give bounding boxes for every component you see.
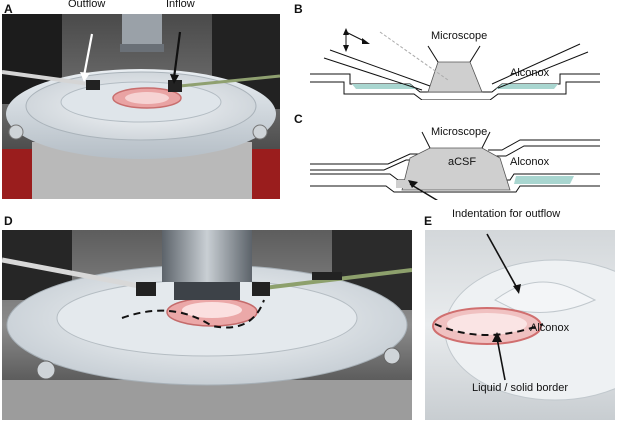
alconox-right-fill	[496, 84, 558, 89]
panel-d-letter: D	[4, 214, 13, 228]
outflow-label: Outflow	[68, 0, 106, 10]
inflow-arrowhead	[170, 74, 179, 84]
chamber-bottom-outline	[310, 185, 600, 193]
outflow-indentation-fill	[396, 180, 406, 188]
objective-right-line	[481, 131, 491, 149]
panel-c-alconox-label: Alconox	[510, 156, 550, 168]
microscope-objective-liquid	[427, 61, 483, 93]
panel-b-microscope-label: Microscope	[431, 30, 488, 42]
liquid-solid-border-dashed-line	[434, 323, 544, 336]
objective-left-line	[421, 131, 431, 149]
right-pipette-line-1	[491, 43, 581, 85]
border-arrow-shaft	[496, 337, 506, 381]
inflow-arrow-shaft	[172, 31, 182, 79]
panel-a-illustration	[2, 14, 280, 199]
panel-b-schematic	[310, 28, 600, 100]
right-pipette-bottom	[490, 145, 600, 157]
acsf-label: aCSF	[448, 156, 477, 168]
right-pipette-line-2	[497, 51, 589, 89]
indentation-arrowhead	[408, 180, 418, 188]
left-pipette-dotted	[379, 31, 449, 81]
border-arrowhead	[492, 332, 502, 342]
indentation-arrow-shaft	[409, 183, 439, 200]
alconox-left-fill	[352, 84, 416, 89]
movement-arrowhead-up	[343, 28, 349, 35]
chamber-bottom-outline	[310, 81, 600, 100]
indentation-arrowhead	[513, 284, 521, 294]
indentation-arrow-shaft	[486, 233, 518, 289]
liquid-solid-border-label: Liquid / solid border	[472, 382, 569, 394]
left-pipette-line-1	[329, 49, 431, 87]
panel-c-letter: C	[294, 112, 303, 126]
indentation-label: Indentation for outflow	[452, 208, 561, 220]
acsf-fill	[401, 147, 511, 191]
panel-d-photo	[2, 230, 412, 420]
panel-c-schematic	[310, 131, 600, 200]
panel-c-microscope-label: Microscope	[431, 126, 488, 138]
panel-b-alconox-label: Alconox	[510, 67, 550, 79]
panel-a-letter: A	[4, 2, 13, 16]
left-pipette-bottom	[310, 159, 422, 171]
panel-d-illustration	[2, 230, 412, 420]
objective-right-line	[469, 45, 481, 63]
objective-left-line	[427, 45, 439, 63]
movement-arrowhead-down	[343, 45, 349, 52]
panel-e-alconox-label: Alconox	[530, 322, 570, 334]
panel-b-letter: B	[294, 2, 303, 16]
panel-e-photo	[425, 230, 615, 420]
inflow-label: Inflow	[166, 0, 195, 10]
panel-e-letter: E	[424, 214, 433, 228]
panel-a-photo	[2, 14, 280, 199]
panel-e-illustration	[425, 230, 615, 420]
outflow-arrowhead	[80, 72, 90, 82]
left-pipette-top	[310, 153, 422, 165]
outflow-arrow-shaft	[82, 33, 94, 77]
movement-arrowhead-diagonal	[362, 38, 370, 44]
right-pipette-top	[488, 139, 600, 151]
liquid-border-dashed-line	[121, 299, 265, 329]
left-pipette-line-2	[323, 57, 423, 91]
alconox-fill	[514, 176, 574, 184]
